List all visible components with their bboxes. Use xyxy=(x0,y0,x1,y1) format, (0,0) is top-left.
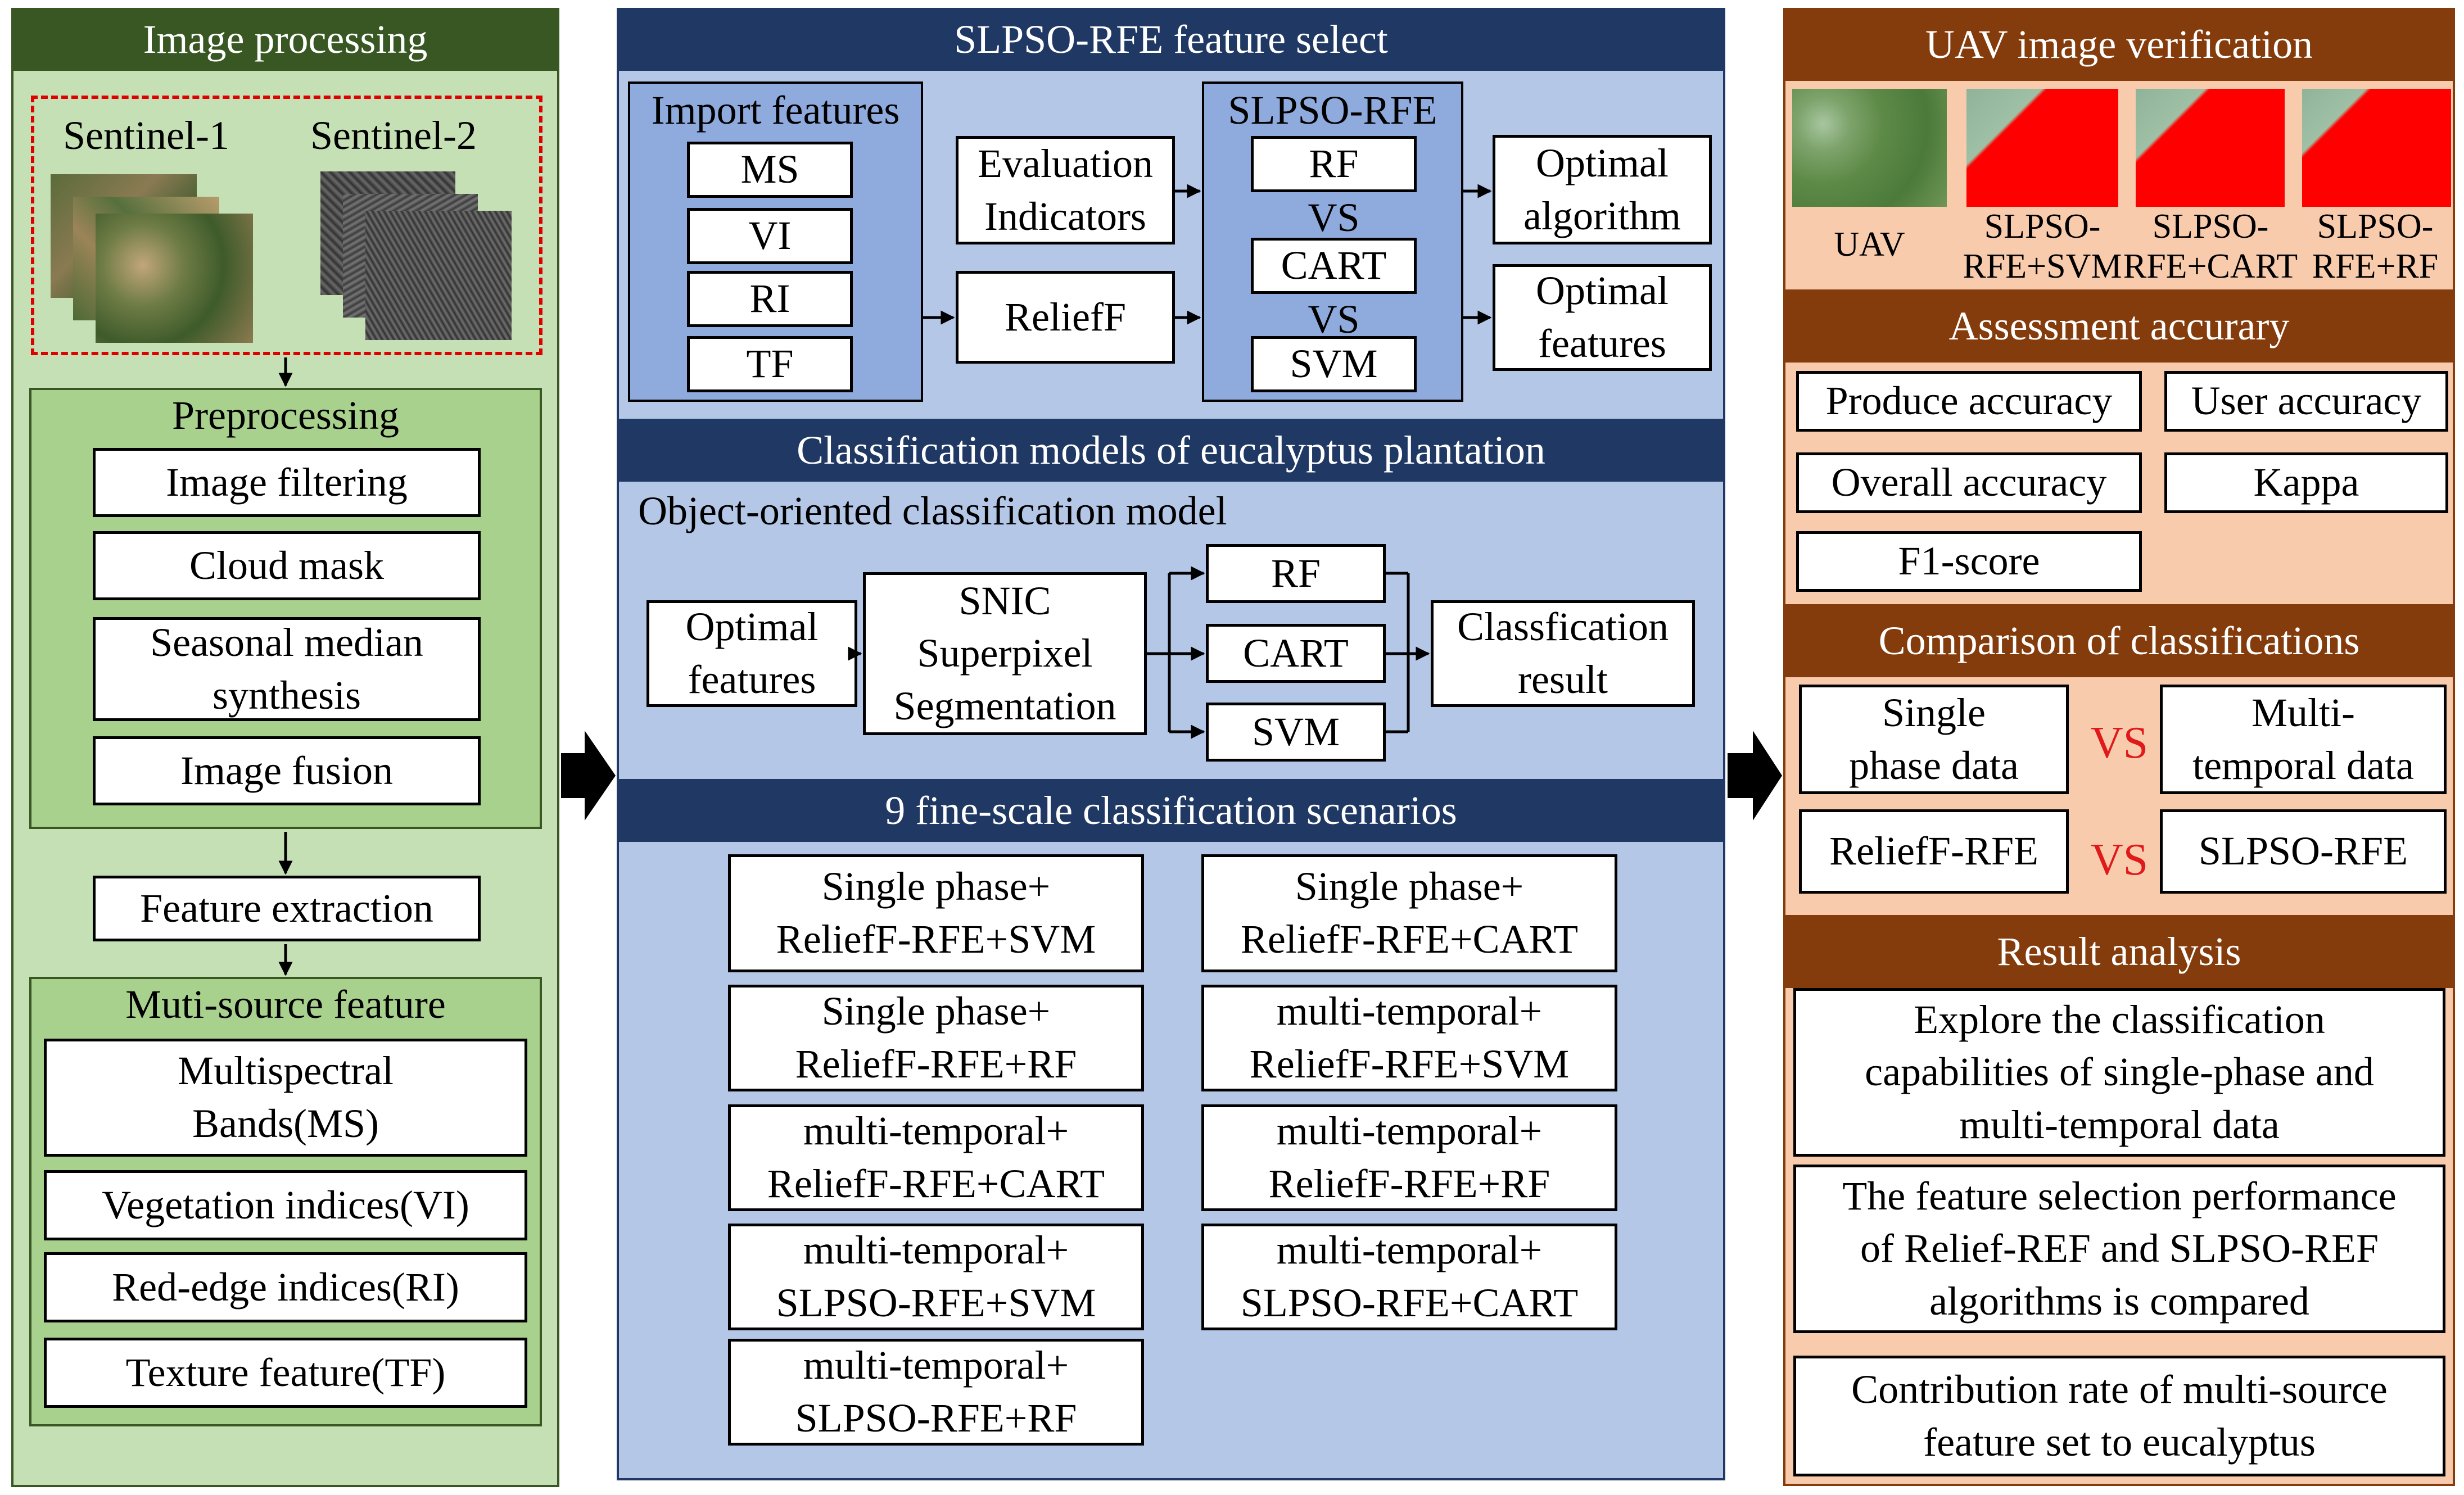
image-processing-header: Image processing xyxy=(11,8,559,71)
model-svm-box: SVM xyxy=(1206,703,1386,762)
scenario-left-5: multi-temporal+ SLPSO-RFE+RF xyxy=(728,1339,1144,1446)
image-filtering-box: Image filtering xyxy=(93,448,481,517)
import-ms-box: MS xyxy=(687,142,853,198)
slpso-cart-box: CART xyxy=(1251,238,1417,294)
sentinel-1-label: Sentinel-1 xyxy=(63,113,229,158)
slpso-vs-1: VS xyxy=(1308,195,1360,240)
slpso-rfe-header: SLPSO-RFE feature select xyxy=(617,8,1725,71)
import-tf-box: TF xyxy=(687,336,853,392)
scenario-left-1: Single phase+ ReliefF-RFE+SVM xyxy=(728,854,1144,972)
model-rf-box: RF xyxy=(1206,544,1386,603)
slpso-rfe-title: SLPSO-RFE xyxy=(1228,88,1437,133)
comparison-vs-2: VS xyxy=(2090,835,2149,885)
user-accuracy-box: User accuracy xyxy=(2164,371,2448,432)
optimal-features-input-box: Optimal features xyxy=(646,600,857,707)
slpso-rf-result-image xyxy=(2302,89,2451,207)
model-cart-box: CART xyxy=(1206,624,1386,683)
slpso-vs-2: VS xyxy=(1308,297,1360,342)
optimal-algorithm-box: Optimal algorithm xyxy=(1493,135,1712,244)
result-item-3: Contribution rate of multi-source featur… xyxy=(1793,1356,2445,1476)
result-analysis-header: Result analysis xyxy=(1783,915,2455,988)
seasonal-median-box: Seasonal median synthesis xyxy=(93,617,481,721)
result-item-2: The feature selection performance of Rel… xyxy=(1793,1165,2445,1333)
cloud-mask-box: Cloud mask xyxy=(93,531,481,600)
kappa-box: Kappa xyxy=(2164,452,2448,513)
scenario-left-3: multi-temporal+ ReliefF-RFE+CART xyxy=(728,1104,1144,1211)
comparison-vs-1: VS xyxy=(2090,718,2149,768)
relieff-box: ReliefF xyxy=(956,271,1175,364)
scenario-right-1: Single phase+ ReliefF-RFE+CART xyxy=(1201,854,1617,972)
comparison-header: Comparison of classifications xyxy=(1783,604,2455,677)
import-ri-box: RI xyxy=(687,271,853,327)
multi-temporal-box: Multi- temporal data xyxy=(2160,685,2447,794)
preprocessing-title: Preprocessing xyxy=(172,393,399,438)
red-edge-indices-box: Red-edge indices(RI) xyxy=(44,1252,527,1322)
image-fusion-box: Image fusion xyxy=(93,736,481,805)
assessment-header: Assessment accurary xyxy=(1783,289,2455,363)
scenario-right-2: multi-temporal+ ReliefF-RFE+SVM xyxy=(1201,985,1617,1091)
result-item-1: Explore the classification capabilities … xyxy=(1793,988,2445,1157)
scenarios-header: 9 fine-scale classification scenarios xyxy=(617,779,1725,842)
sentinel-1-image xyxy=(51,174,253,343)
scenario-right-3: multi-temporal+ ReliefF-RFE+RF xyxy=(1201,1104,1617,1211)
uav-image xyxy=(1792,89,1947,207)
texture-feature-box: Texture feature(TF) xyxy=(44,1338,527,1408)
relieff-rfe-box: ReliefF-RFE xyxy=(1799,809,2069,894)
slpso-svm-caption: SLPSO- RFE+SVM xyxy=(1963,207,2122,286)
scenario-left-4: multi-temporal+ SLPSO-RFE+SVM xyxy=(728,1224,1144,1330)
slpso-rf-caption: SLPSO- RFE+RF xyxy=(2312,207,2439,286)
snic-segmentation-box: SNIC Superpixel Segmentation xyxy=(863,572,1147,735)
single-phase-box: Single phase data xyxy=(1799,685,2069,794)
produce-accuracy-box: Produce accuracy xyxy=(1796,371,2142,432)
optimal-features-box: Optimal features xyxy=(1493,264,1712,371)
slpso-cart-caption: SLPSO- RFE+CART xyxy=(2123,207,2298,286)
scenario-right-4: multi-temporal+ SLPSO-RFE+CART xyxy=(1201,1224,1617,1330)
classification-models-header: Classification models of eucalyptus plan… xyxy=(617,419,1725,482)
slpso-rf-box: RF xyxy=(1251,136,1417,192)
uav-verification-header: UAV image verification xyxy=(1783,8,2455,81)
multispectral-box: Multispectral Bands(MS) xyxy=(44,1039,527,1157)
slpso-cart-result-image xyxy=(2136,89,2285,207)
import-vi-box: VI xyxy=(687,208,853,264)
multisource-feature-title: Muti-source feature xyxy=(125,982,446,1027)
sentinel-2-label: Sentinel-2 xyxy=(310,113,477,158)
slpso-rfe-box: SLPSO-RFE xyxy=(2160,809,2447,894)
scenario-left-2: Single phase+ ReliefF-RFE+RF xyxy=(728,985,1144,1091)
import-features-title: Import features xyxy=(651,88,900,133)
sentinel-dashed-box xyxy=(31,96,542,355)
vegetation-indices-box: Vegetation indices(VI) xyxy=(44,1170,527,1240)
evaluation-indicators-box: Evaluation Indicators xyxy=(956,136,1175,244)
overall-accuracy-box: Overall accuracy xyxy=(1796,452,2142,513)
slpso-svm-result-image xyxy=(1966,89,2118,207)
f1-score-box: F1-score xyxy=(1796,531,2142,592)
uav-caption: UAV xyxy=(1834,225,1905,264)
classification-result-box: Classfication result xyxy=(1431,600,1695,707)
slpso-svm-box: SVM xyxy=(1251,336,1417,392)
feature-extraction-box: Feature extraction xyxy=(93,876,481,941)
object-oriented-subtitle: Object-oriented classification model xyxy=(638,488,1227,533)
sentinel-2-image xyxy=(320,171,512,340)
